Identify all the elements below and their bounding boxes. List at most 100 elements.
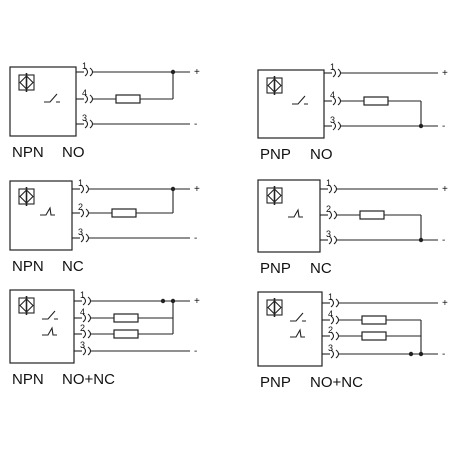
junction-dot <box>160 298 166 304</box>
sensor-body <box>9 66 77 137</box>
connector-female <box>84 119 89 129</box>
minus-terminal-label: - <box>442 235 445 246</box>
pin-number: 2 <box>326 204 331 214</box>
connector-male <box>89 119 94 129</box>
output-type-label: NC <box>62 258 84 275</box>
pin-number: 1 <box>328 292 333 302</box>
connector-male <box>85 233 90 243</box>
connector-male <box>85 184 90 194</box>
connector-female <box>82 346 87 356</box>
junction-dot <box>418 237 424 243</box>
connector-female <box>84 67 89 77</box>
plus-terminal-label: + <box>194 184 200 195</box>
connector-male <box>333 235 338 245</box>
sensor-body <box>257 69 325 139</box>
pin-number: 1 <box>82 61 87 71</box>
junction-dot <box>170 186 176 192</box>
minus-terminal-label: - <box>194 119 197 130</box>
connector-female <box>80 208 85 218</box>
plus-terminal-label: + <box>442 298 448 309</box>
pin-number: 4 <box>80 307 85 317</box>
connector-female <box>82 329 87 339</box>
connector-male <box>87 313 92 323</box>
load-resistor <box>115 94 141 104</box>
connector-male <box>87 329 92 339</box>
connector-male <box>337 121 342 131</box>
connector-female <box>332 121 337 131</box>
connector-female <box>80 184 85 194</box>
sensor-body <box>9 289 75 364</box>
connector-male <box>335 331 340 341</box>
sensor-body <box>9 180 73 251</box>
pin-number: 3 <box>78 227 83 237</box>
transistor-type-label: PNP <box>260 374 291 391</box>
junction-dot <box>170 298 176 304</box>
junction-dot <box>418 351 424 357</box>
connector-female <box>80 233 85 243</box>
connector-male <box>335 298 340 308</box>
plus-terminal-label: + <box>442 68 448 79</box>
output-type-label: NO+NC <box>62 371 115 388</box>
output-type-label: NC <box>310 260 332 277</box>
connector-female <box>330 331 335 341</box>
output-type-label: NO <box>310 146 333 163</box>
no-switch-symbol <box>44 93 60 103</box>
no-switch-symbol <box>290 312 306 322</box>
minus-terminal-label: - <box>194 233 197 244</box>
pin-number: 4 <box>330 90 335 100</box>
connector-female <box>330 315 335 325</box>
nc-switch-symbol <box>290 328 305 338</box>
pin-number: 4 <box>82 88 87 98</box>
load-resistor <box>113 329 139 339</box>
transistor-type-label: NPN <box>12 144 44 161</box>
sensor-body <box>257 179 321 253</box>
pin-number: 3 <box>330 115 335 125</box>
transistor-type-label: NPN <box>12 371 44 388</box>
no-switch-symbol <box>292 95 308 105</box>
pin-number: 1 <box>80 290 85 300</box>
junction-dot <box>408 351 414 357</box>
pin-number: 3 <box>82 113 87 123</box>
connector-male <box>87 296 92 306</box>
load-resistor <box>361 315 387 325</box>
plus-terminal-label: + <box>442 184 448 195</box>
minus-terminal-label: - <box>194 346 197 357</box>
connector-male <box>87 346 92 356</box>
pin-number: 2 <box>80 323 85 333</box>
pin-number: 3 <box>328 343 333 353</box>
connector-male <box>89 94 94 104</box>
pin-number: 2 <box>328 325 333 335</box>
pin-number: 4 <box>328 309 333 319</box>
minus-terminal-label: - <box>442 349 445 360</box>
plus-terminal-label: + <box>194 67 200 78</box>
connector-female <box>82 296 87 306</box>
nc-switch-symbol <box>42 326 57 336</box>
sensor-body <box>257 291 323 367</box>
pin-number: 1 <box>78 178 83 188</box>
junction-dot <box>170 69 176 75</box>
connector-female <box>84 94 89 104</box>
connector-female <box>328 210 333 220</box>
connector-male <box>85 208 90 218</box>
connector-male <box>333 184 338 194</box>
load-resistor <box>363 96 389 106</box>
pin-number: 3 <box>80 340 85 350</box>
connector-female <box>82 313 87 323</box>
no-switch-symbol <box>42 310 58 320</box>
output-type-label: NO+NC <box>310 374 363 391</box>
connector-female <box>332 96 337 106</box>
junction-dot <box>418 123 424 129</box>
load-resistor <box>111 208 137 218</box>
load-resistor <box>359 210 385 220</box>
connector-female <box>328 235 333 245</box>
connector-female <box>330 298 335 308</box>
transistor-type-label: NPN <box>12 258 44 275</box>
connector-male <box>335 315 340 325</box>
connector-female <box>328 184 333 194</box>
connector-male <box>333 210 338 220</box>
